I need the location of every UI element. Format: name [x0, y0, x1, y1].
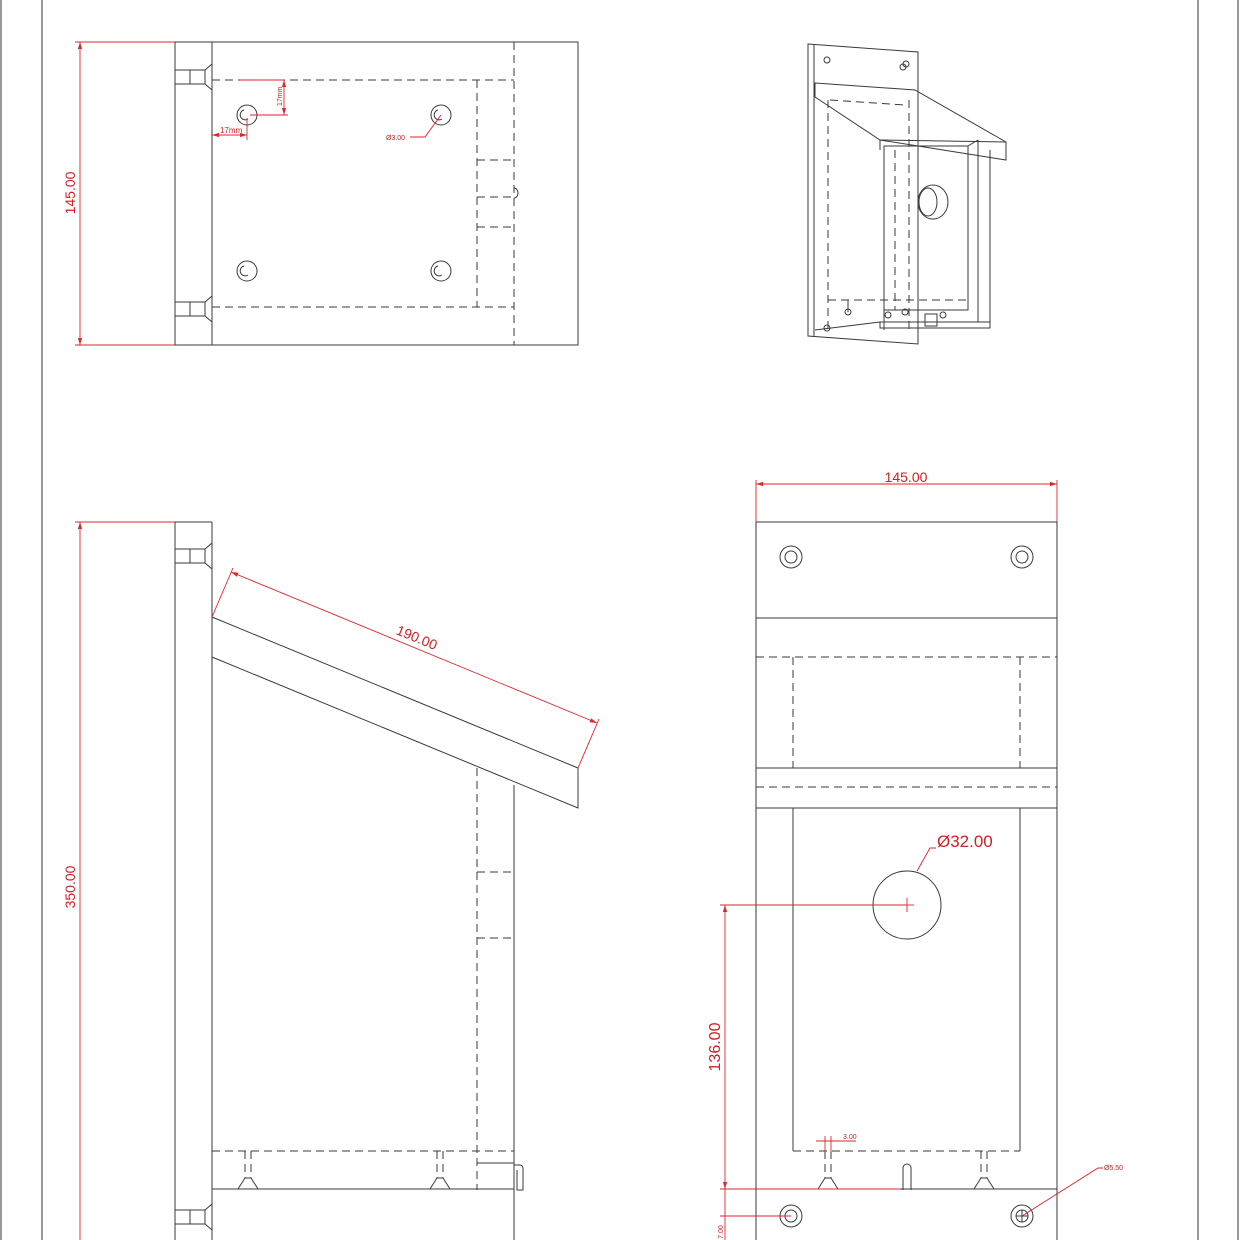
front-dimensions	[720, 480, 1103, 1240]
side-view: 350.00 190.00	[62, 521, 600, 1240]
side-height-dimension-label: 350.00	[62, 865, 78, 908]
side-dimensions	[75, 521, 600, 1240]
front-width-dimension-label: 145.00	[885, 469, 928, 485]
top-dimensions	[75, 41, 442, 346]
mounting-holes	[779, 545, 1034, 1228]
height-dimension-label: 145.00	[62, 171, 78, 214]
front-view: 145.00 Ø32.00 136.00 3.00 Ø5.50 7.00	[707, 469, 1123, 1240]
side-screws	[175, 542, 451, 1231]
top-view: 145.00 17mm 17mm Ø3.00	[62, 41, 579, 346]
hole-offset-y-label: 17mm	[277, 86, 284, 106]
floor-holes	[236, 104, 452, 282]
hole-diameter-label: Ø3.00	[386, 135, 405, 142]
screw-countersink	[175, 63, 213, 323]
entrance-height-dimension-label: 136.00	[707, 1022, 724, 1071]
drain-width-label: 3.00	[843, 1134, 857, 1141]
entrance-diameter-label: Ø32.00	[937, 832, 993, 851]
front-floor-screws	[817, 1151, 995, 1190]
mount-hole-diameter-label: Ø5.50	[1104, 1165, 1123, 1172]
bottom-offset-label: 7.00	[718, 1225, 725, 1239]
isometric-view	[807, 43, 1007, 345]
hole-offset-x-label: 17mm	[220, 126, 243, 135]
